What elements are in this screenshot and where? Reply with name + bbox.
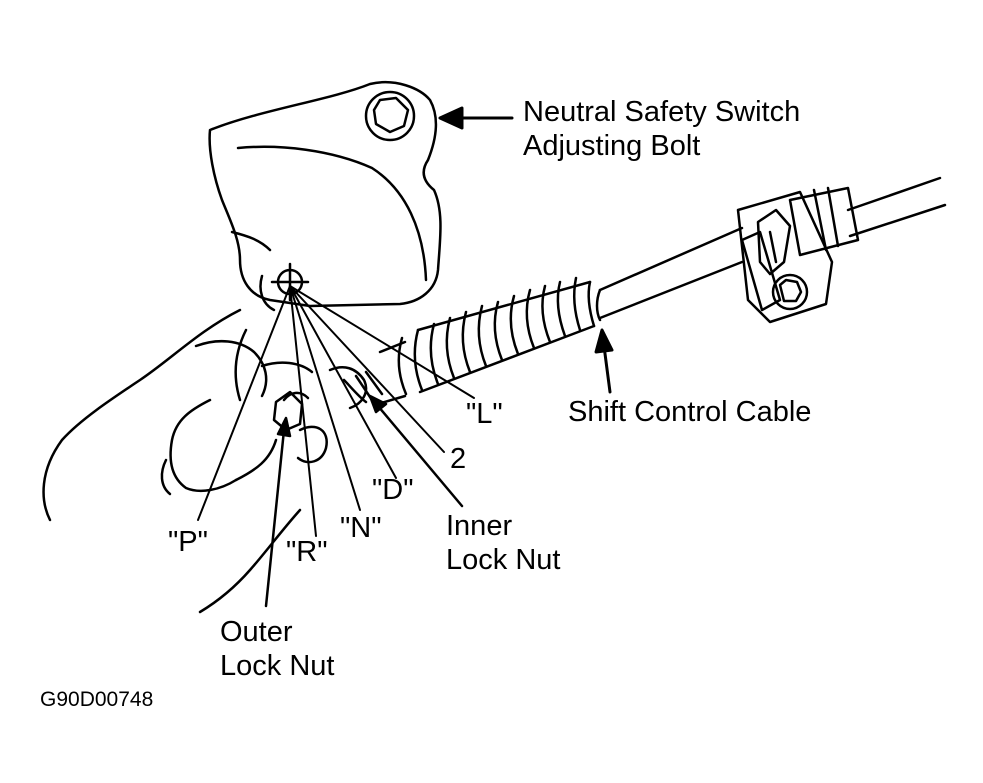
neutral-safety-switch-body: [210, 82, 441, 310]
position-2-label: 2: [450, 443, 467, 475]
adjusting-bolt-label-line1: Neutral Safety Switch: [523, 96, 801, 128]
figure-code: G90D00748: [40, 688, 154, 711]
outer-lock-nut: [274, 392, 302, 430]
position-r-label: "R": [286, 536, 328, 568]
arrow-outer-lock-nut: [266, 418, 290, 606]
position-n-label: "N": [340, 512, 382, 544]
position-leader-lines: [198, 286, 474, 536]
adjusting-bolt-label-line2: Adjusting Bolt: [523, 130, 701, 162]
arrow-adjusting-bolt: [440, 108, 512, 128]
cable-boot: [378, 278, 600, 404]
arrow-inner-lock-nut: [370, 396, 462, 506]
bracket-bolt: [773, 275, 807, 309]
position-d-label: "D": [372, 474, 414, 506]
arrow-shift-cable: [596, 330, 612, 392]
hand-holding-wrench: [44, 310, 382, 612]
cable-bracket: [738, 192, 832, 322]
inner-lock-nut-label-line1: Inner: [446, 510, 513, 542]
adjusting-bolt-head: [366, 92, 414, 140]
outer-lock-nut-label-line2: Lock Nut: [220, 650, 335, 682]
shift-cable-label: Shift Control Cable: [568, 396, 812, 428]
outer-lock-nut-label-line1: Outer: [220, 616, 293, 648]
inner-lock-nut-label-line2: Lock Nut: [446, 544, 561, 576]
shift-control-cable: [600, 178, 945, 322]
position-p-label: "P": [168, 526, 208, 558]
position-l-label: "L": [466, 398, 503, 430]
